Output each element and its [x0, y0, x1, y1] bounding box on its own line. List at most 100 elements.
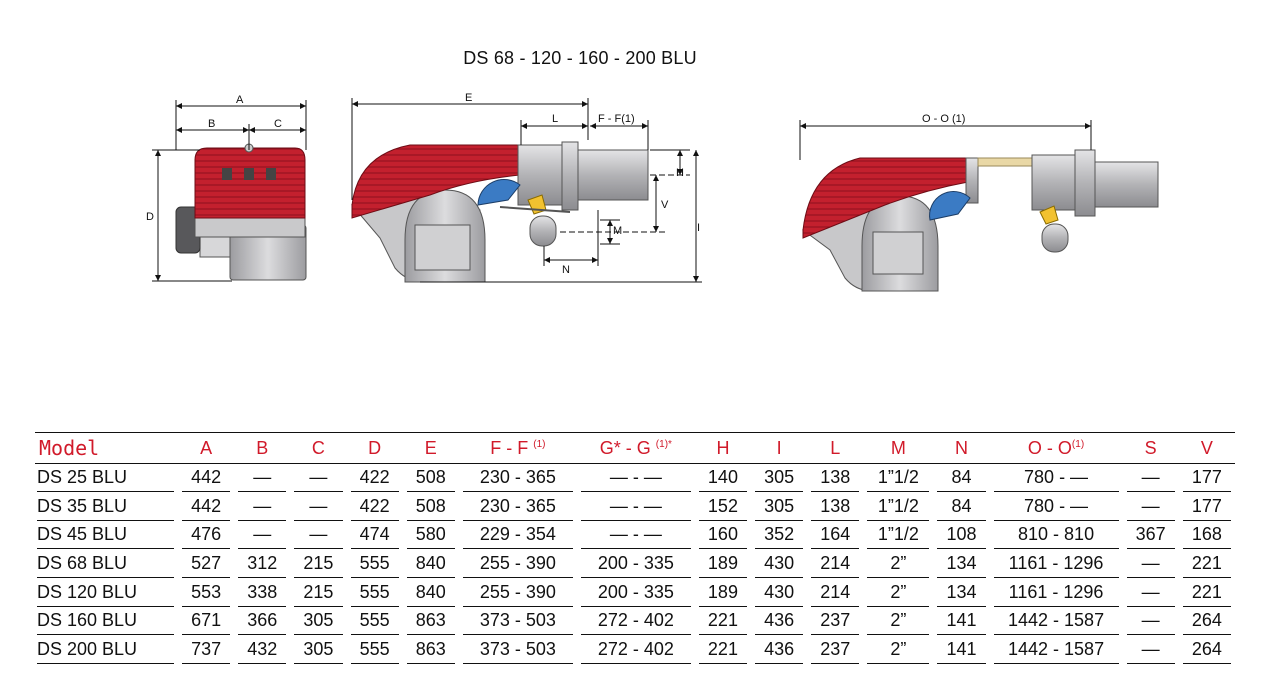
cell-c: 305: [290, 607, 346, 636]
cell-i: 436: [751, 607, 807, 636]
side-flange: [561, 141, 579, 211]
cell-h-value: 221: [698, 636, 748, 664]
cell-m: 2”: [863, 607, 933, 636]
cell-m: 2”: [863, 550, 933, 579]
cell-c: 215: [290, 550, 346, 579]
cell-i-value: 352: [755, 521, 804, 550]
cell-h-value: 160: [698, 521, 748, 550]
ext-head-body: [1031, 154, 1078, 211]
cell-a: 527: [178, 550, 234, 579]
cell-i: 436: [751, 636, 807, 665]
cell-c: 215: [290, 578, 346, 607]
dimensions-table: Model A B C D E F - F (1) G* - G (1)* H …: [35, 432, 1235, 664]
col-header-m: M: [863, 432, 934, 464]
cell-c-value: 305: [294, 636, 343, 664]
cell-d: 422: [347, 464, 403, 493]
cell-ff: 255 - 390: [459, 578, 577, 607]
dim-label-ff: F - F(1): [598, 113, 635, 125]
cell-ff-value: 230 - 365: [462, 464, 573, 493]
col-header-d: D: [346, 432, 403, 464]
cell-v-value: 168: [1182, 521, 1231, 550]
dim-label-c: C: [274, 118, 282, 130]
cell-a: 442: [178, 464, 234, 493]
cell-v: 168: [1179, 521, 1235, 550]
burner-drawings: A B C D: [146, 92, 1159, 292]
cell-a: 553: [178, 578, 234, 607]
cell-b: 338: [234, 578, 290, 607]
cell-e-value: 508: [406, 493, 455, 521]
cell-m-value: 1”1/2: [867, 521, 930, 550]
cell-e: 508: [403, 464, 459, 493]
cell-model-value: DS 45 BLU: [37, 521, 174, 550]
cell-gg: 200 - 335: [577, 578, 695, 607]
cell-m-value: 2”: [867, 550, 930, 579]
cell-v-value: 264: [1182, 636, 1231, 664]
col-header-e: E: [402, 432, 459, 464]
cell-d-value: 555: [350, 579, 399, 607]
cell-model-value: DS 120 BLU: [37, 579, 174, 607]
cell-v-value: 221: [1182, 579, 1231, 607]
cell-l: 214: [807, 578, 863, 607]
cell-i: 430: [751, 550, 807, 579]
cell-e-value: 580: [406, 521, 455, 550]
cell-d-value: 474: [350, 521, 399, 550]
cell-s-value: —: [1126, 607, 1175, 636]
cell-ff: 230 - 365: [459, 493, 577, 522]
cell-v-value: 264: [1182, 607, 1231, 636]
cell-n: 108: [933, 521, 989, 550]
cell-d-value: 422: [350, 464, 399, 493]
cell-n: 134: [933, 578, 989, 607]
cell-e: 863: [403, 607, 459, 636]
cell-n-value: 108: [937, 521, 986, 550]
cell-n: 134: [933, 550, 989, 579]
cell-model: DS 120 BLU: [35, 578, 178, 607]
cell-n-value: 134: [937, 550, 986, 579]
cell-gg: 272 - 402: [577, 607, 695, 636]
cell-gg-value: — - —: [580, 464, 691, 493]
dim-label-d: D: [146, 211, 154, 223]
cell-e-value: 840: [406, 550, 455, 579]
cell-oo: 1442 - 1587: [990, 607, 1123, 636]
cell-ff: 229 - 354: [459, 521, 577, 550]
cell-c-value: 305: [294, 607, 343, 636]
col-header-gg: G* - G (1)*: [576, 432, 695, 464]
cell-h: 160: [695, 521, 751, 550]
front-red-cover: [194, 147, 306, 219]
cell-gg: 272 - 402: [577, 636, 695, 665]
cell-s-value: —: [1126, 636, 1175, 664]
cell-m-value: 1”1/2: [867, 493, 930, 521]
dim-label-h: H: [676, 167, 684, 179]
cell-oo-value: 1442 - 1587: [993, 636, 1119, 664]
cell-ff: 255 - 390: [459, 550, 577, 579]
cell-s-value: —: [1126, 464, 1175, 493]
cell-d: 555: [347, 550, 403, 579]
cell-v: 177: [1179, 464, 1235, 493]
cell-i-value: 436: [755, 636, 804, 664]
cell-m-value: 2”: [867, 579, 930, 607]
cell-ff: 230 - 365: [459, 464, 577, 493]
cell-h: 189: [695, 578, 751, 607]
cell-s: 367: [1123, 521, 1179, 550]
cell-model-value: DS 160 BLU: [37, 607, 174, 636]
col-header-i: I: [751, 432, 808, 464]
cell-s: —: [1123, 464, 1179, 493]
cell-model: DS 200 BLU: [35, 636, 178, 665]
cell-c-value: —: [294, 521, 343, 550]
front-view: A B C D: [146, 94, 307, 282]
cell-l-value: 164: [811, 521, 860, 550]
cell-c-value: 215: [294, 579, 343, 607]
cell-i: 305: [751, 464, 807, 493]
cell-e: 508: [403, 493, 459, 522]
cell-a-value: 737: [182, 636, 231, 664]
cell-s: —: [1123, 636, 1179, 665]
cell-l: 164: [807, 521, 863, 550]
cell-h: 140: [695, 464, 751, 493]
cell-gg: — - —: [577, 493, 695, 522]
cell-model: DS 68 BLU: [35, 550, 178, 579]
cell-oo-value: 780 - —: [993, 493, 1119, 521]
cell-v-value: 177: [1182, 464, 1231, 493]
table-header-row: Model A B C D E F - F (1) G* - G (1)* H …: [35, 432, 1235, 464]
cell-e-value: 840: [406, 579, 455, 607]
